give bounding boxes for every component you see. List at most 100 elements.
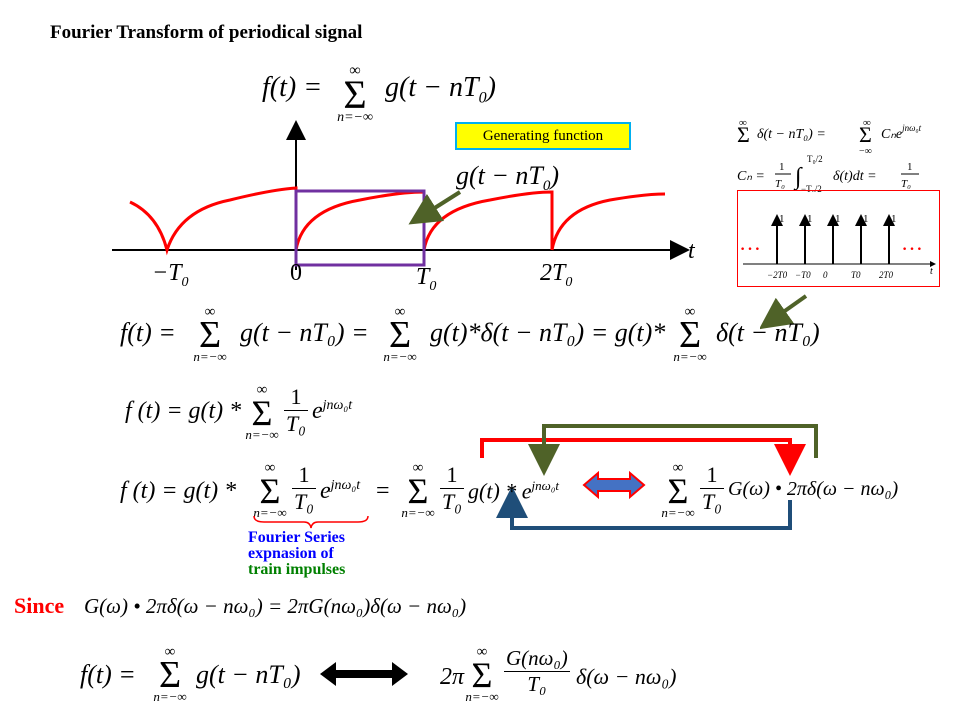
final-rhs-2pi: 2π [440,664,465,690]
tick-zero: 0 [290,260,302,286]
eq4-mid: g(t) * ejnω₀t [468,478,559,504]
top-formula-lhs: f(t) = [262,72,323,103]
rf-sigma1: Σ [737,122,750,147]
impulse-label-0: 1 [779,213,785,225]
final-sum: ∞ Σ n=−∞ [153,644,187,704]
rf-cn-exp: Cₙejnω₀t [881,123,922,142]
impulse-dots-right: … [901,230,923,255]
top-formula-sum-top: ∞ [349,62,361,79]
final-rhs-sum: ∞ Σ n=−∞ [465,644,499,704]
slide-title: Fourier Transform of periodical signal [50,22,363,43]
impulse-label-1: 1 [807,213,813,225]
eq3-frac: 1 T₀ [284,384,308,437]
top-formula-sum-bottom: n=−∞ [337,110,373,125]
eq3-lhs: f (t) = g(t) * [125,398,242,424]
signal-arch-3 [550,192,666,251]
final-rhs-frac: G(nω₀) T₀ [504,646,570,696]
blue-connector [496,486,792,530]
axis-label-t: t [688,238,696,264]
eq4-frac2: 1 T₀ [440,462,464,515]
impulse-group: 1 −2T0 1 −T0 1 0 1T0 1 2T0 [767,213,897,280]
rf-cn-lhs: Cₙ = [737,169,765,184]
rf-sum2-top: ∞ [863,117,871,129]
eq4-sum1: ∞ Σ n=−∞ [253,460,287,520]
impulse-train-plot: t … … 1 −2T0 1 −T0 1 0 1T0 1 2T0 [739,213,936,280]
impulse-tick-2: 0 [823,270,828,280]
final-lhs: f(t) = [80,660,136,689]
impulse-train-plot-frame [737,190,940,287]
rf-sum2-bottom: −∞ [859,146,872,157]
tick-neg-t0: −T0 [152,260,189,290]
periodic-signal-plot: t −T0 0 T0 2T0 g(t − nT0) [112,120,696,294]
eq4-sum3: ∞ Σ n=−∞ [661,460,695,520]
top-formula-body: g(t − nT0) [385,72,496,108]
rf-res-bottom: T₀ [901,178,911,190]
rf-delta-train: δ(t − nT₀) = [757,127,826,142]
final-rhs-tail: δ(ω − nω₀) [576,664,677,689]
impulse-tick-0: −2T0 [767,270,788,280]
eq3-sum: ∞ Σ n=−∞ [245,382,279,442]
rf-res-top: 1 [907,161,913,173]
rf-sigma2: Σ [859,122,872,147]
generating-box [294,189,426,267]
rf-sum1-top: ∞ [739,117,747,129]
top-formula: f(t) = [262,72,322,104]
fs-note-line1: Fourier Series [248,529,346,546]
connector-arrows [480,424,818,530]
eq4-equals: = [376,478,390,504]
green-connector [528,424,818,476]
red-connector [480,438,806,476]
eq3-exp: ejnω₀t [312,398,353,424]
eq4-right: G(ω) • 2πδ(ω − nω₀) [728,478,899,500]
eq2-part4: δ(t − nT₀) [716,318,820,347]
fs-note-line2: expnasion of [248,545,334,562]
eq4-frac1: 1 T₀ [292,462,316,515]
eq2-sum1: ∞ Σ n=−∞ [193,304,227,364]
rf-int-body: δ(t)dt = [833,169,877,184]
impulse-tick-1: −T0 [795,270,811,280]
impulse-label-3: 1 [863,213,869,225]
since-label: Since [14,593,65,618]
top-formula-body-text: g(t − nT [385,72,479,103]
rf-integral: ∫ [793,164,803,191]
generating-function-label: Generating function [455,122,631,150]
impulse-label-4: 1 [891,213,897,225]
eq4-lhs: f (t) = g(t) * [120,478,237,504]
right-formulas: ∞ Σ δ(t − nT₀) = ∞ Σ −∞ Cₙejnω₀t Cₙ = 1 … [737,117,922,192]
top-formula-body-close: ) [486,72,496,103]
signal-curve [129,186,298,256]
rf-frac-top: 1 [779,161,785,173]
top-formula-sigma: Σ [343,72,367,117]
eq2-sum3: ∞ Σ n=−∞ [673,304,707,364]
eq4-exp1: ejnω₀t [320,478,361,504]
eq4-frac3: 1 T₀ [700,462,724,515]
rf-int-top: T₀/2 [807,154,823,164]
impulse-dots-left: … [739,230,761,255]
fourier-series-note: Fourier Series expnasion of train impuls… [248,530,345,578]
impulse-axis-label: t [930,266,933,277]
impulse-tick-3: T0 [851,270,861,280]
signal-arch-1 [294,190,426,251]
tick-t0: T0 [416,264,436,294]
final-double-arrow [320,662,408,686]
eq4-sum2: ∞ Σ n=−∞ [401,460,435,520]
generating-arrow [408,190,462,225]
fourier-series-brace [253,515,369,529]
rf-int-bottom: −T₀/2 [801,184,822,192]
eq2-part2: g(t − nT₀) = [240,318,369,347]
fs-note-line3: train impulses [248,561,346,578]
eq2-lhs: f(t) = [120,318,176,347]
impulse-arrow [760,294,808,330]
since-equation: G(ω) • 2πδ(ω − nω₀) = 2πG(nω₀)δ(ω − nω₀) [84,594,467,618]
final-body: g(t − nT₀) [196,660,301,689]
rf-frac-bottom: T₀ [775,178,785,190]
top-formula-sum: ∞ Σ n=−∞ [335,62,375,126]
g-label: g(t − nT0) [456,161,559,194]
equivalence-double-arrow [582,470,646,500]
tick-2t0: 2T0 [540,260,572,290]
impulse-label-2: 1 [835,213,841,225]
eq2-part3: g(t)*δ(t − nT₀) = g(t)* [430,318,666,347]
impulse-tick-4: 2T0 [879,270,894,280]
top-formula-body-sub: 0 [478,89,487,107]
eq2-sum2: ∞ Σ n=−∞ [383,304,417,364]
